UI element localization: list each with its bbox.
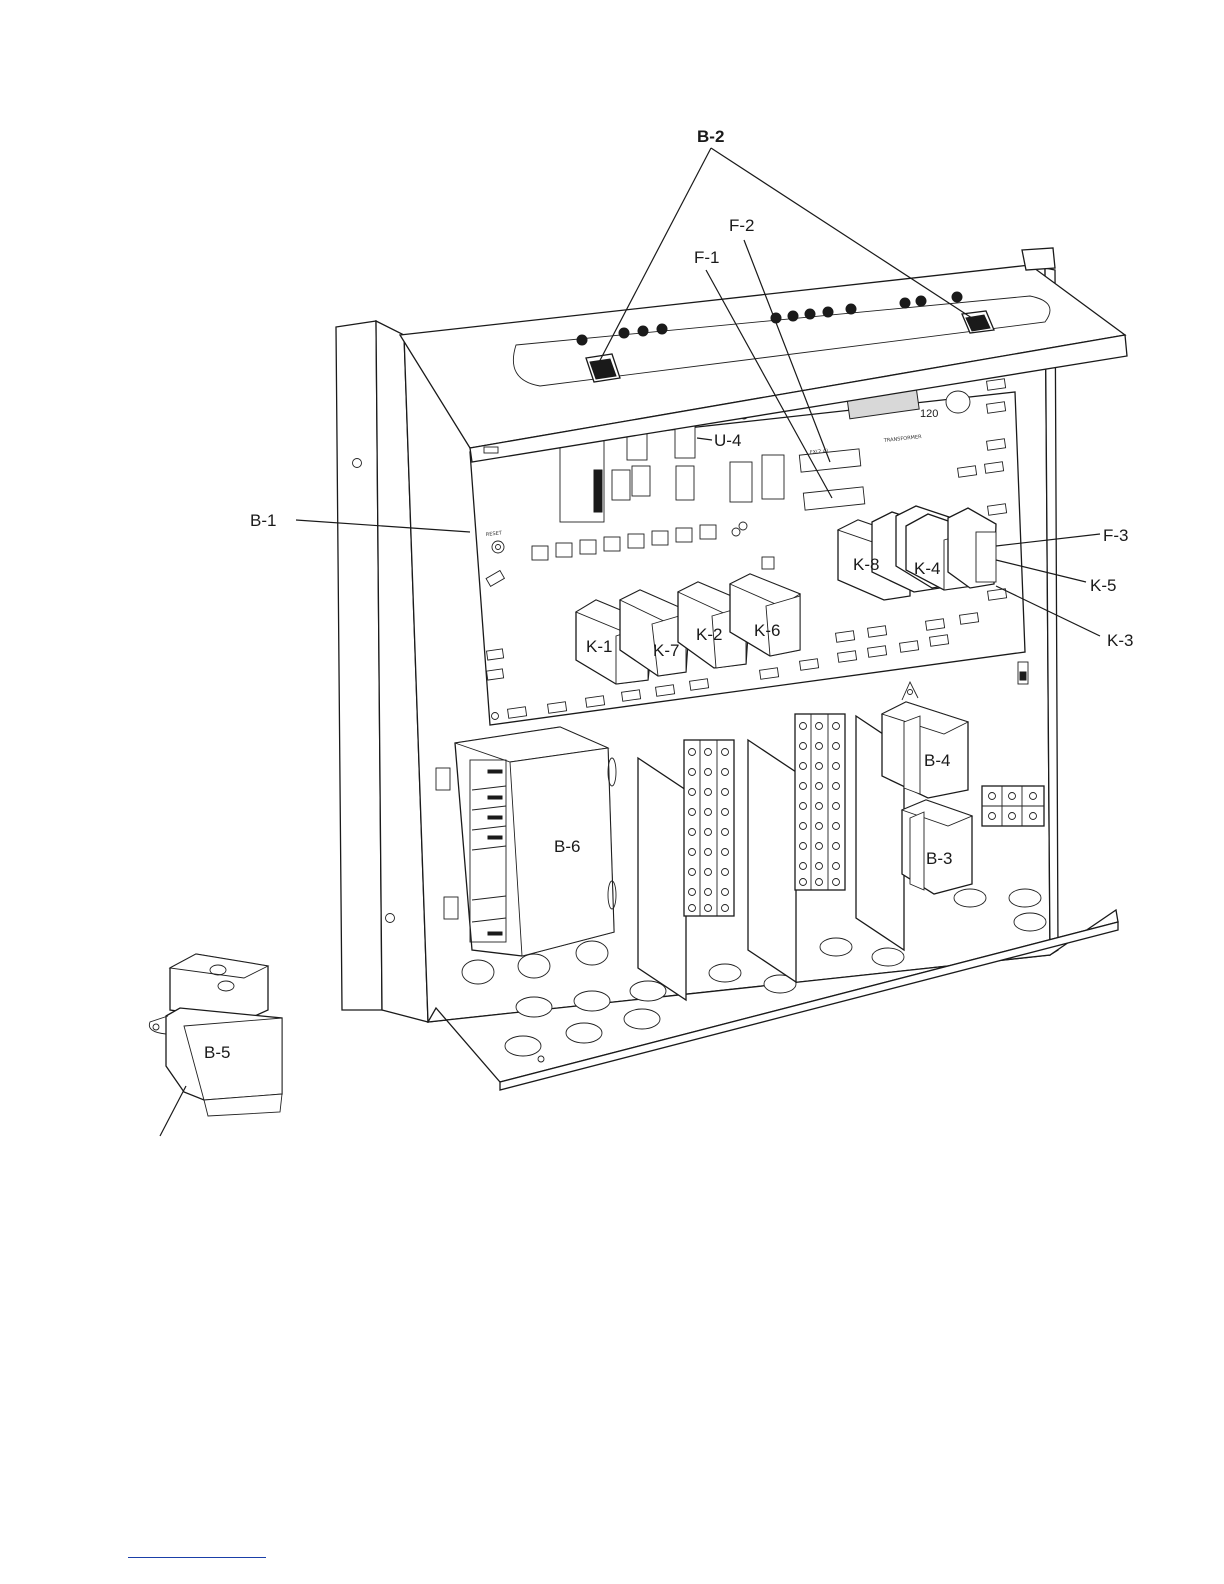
- board-mark-120: 120: [920, 408, 938, 420]
- label-b5: B-5: [204, 1043, 230, 1062]
- label-k2: K-2: [696, 625, 722, 644]
- label-k4: K-4: [914, 559, 940, 578]
- fuse-f3: [976, 532, 996, 582]
- callout-f3: F-3: [1103, 526, 1129, 545]
- label-k7: K-7: [653, 641, 679, 660]
- terminal-strip-left: [684, 740, 734, 916]
- callout-f1: F-1: [694, 248, 720, 267]
- terminal-strip-right: [795, 714, 845, 890]
- small-terminal-block: [982, 786, 1044, 826]
- callout-f2: F-2: [729, 216, 755, 235]
- callout-b2: B-2: [697, 127, 724, 146]
- transformer-b5: [149, 954, 282, 1116]
- footer-rule: [128, 1557, 266, 1558]
- label-k6: K-6: [754, 621, 780, 640]
- label-k1: K-1: [586, 637, 612, 656]
- callout-u4: U-4: [714, 431, 741, 450]
- transformer-b3: [902, 800, 972, 894]
- label-b4: B-4: [924, 751, 950, 770]
- ignition-module-b6: [455, 727, 616, 956]
- label-k8: K-8: [853, 555, 879, 574]
- label-b6: B-6: [554, 837, 580, 856]
- callout-k5: K-5: [1090, 576, 1116, 595]
- callout-b1: B-1: [250, 511, 276, 530]
- label-b3: B-3: [926, 849, 952, 868]
- callout-k3: K-3: [1107, 631, 1133, 650]
